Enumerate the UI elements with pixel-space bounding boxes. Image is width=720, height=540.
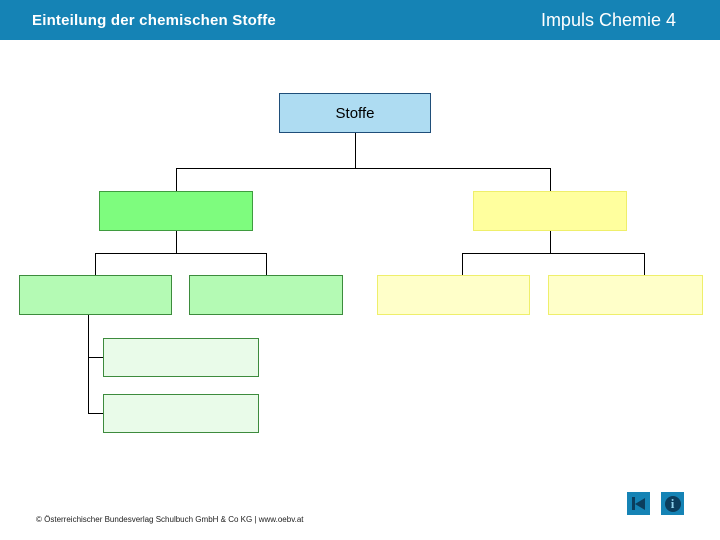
connector-line	[88, 413, 103, 414]
node-level2-right	[473, 191, 627, 231]
node-level3-1	[19, 275, 172, 315]
connector-line	[176, 231, 177, 253]
connector-line	[550, 168, 551, 191]
info-button[interactable]: i	[661, 492, 684, 515]
brand-title: Impuls Chemie 4	[540, 9, 676, 30]
skip-to-start-button[interactable]	[627, 492, 650, 515]
slide-header: Einteilung der chemischen Stoffe Impuls …	[0, 0, 720, 40]
connector-line	[95, 253, 267, 254]
node-stoffe: Stoffe	[279, 93, 431, 133]
connector-line	[462, 253, 644, 254]
connector-line	[88, 357, 103, 358]
connector-line	[95, 253, 96, 275]
node-level2-left	[99, 191, 253, 231]
connector-line	[462, 253, 463, 275]
connector-line	[266, 253, 267, 275]
node-level3-4	[548, 275, 703, 315]
node-level4-1	[103, 338, 259, 377]
connector-line	[176, 168, 177, 191]
node-level3-2	[189, 275, 343, 315]
node-level3-3	[377, 275, 530, 315]
connector-line	[644, 253, 645, 275]
connector-line	[355, 133, 356, 168]
copyright-text: © Österreichischer Bundesverlag Schulbuc…	[36, 515, 304, 524]
page-title: Einteilung der chemischen Stoffe	[32, 11, 276, 29]
connector-line	[176, 168, 551, 169]
skip-to-start-icon	[632, 497, 645, 510]
node-level4-2	[103, 394, 259, 433]
connector-line	[550, 231, 551, 253]
node-stoffe-label: Stoffe	[335, 104, 375, 122]
connector-line	[88, 315, 89, 414]
info-icon: i	[664, 495, 681, 512]
